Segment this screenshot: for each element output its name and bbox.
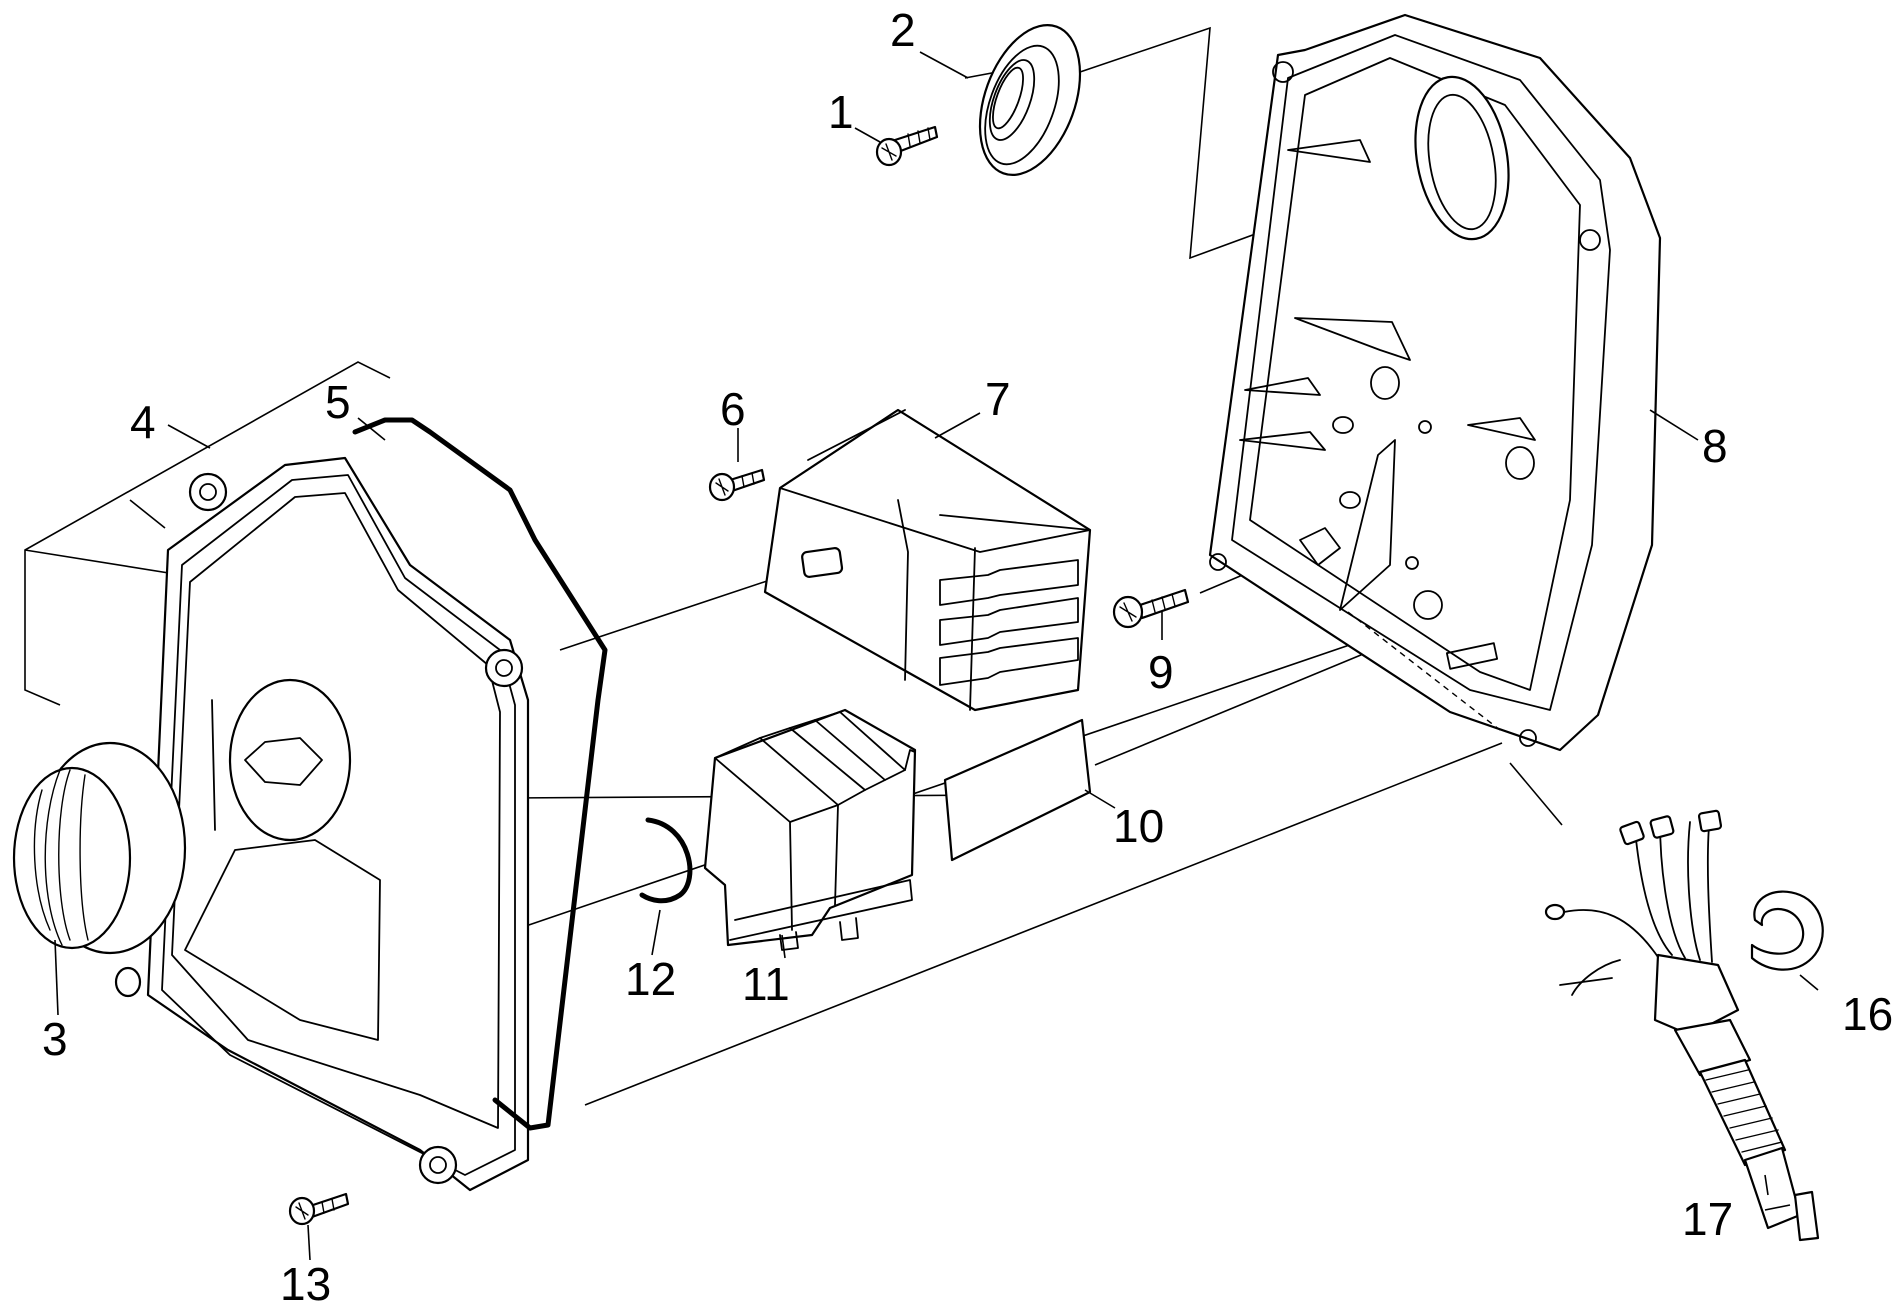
callout-8: 8: [1702, 420, 1728, 472]
callout-7: 7: [985, 373, 1011, 425]
callout-10: 10: [1113, 800, 1164, 852]
callout-6: 6: [720, 383, 746, 435]
retaining-clip: [1750, 890, 1824, 971]
clip: [639, 817, 693, 904]
callout-4: 4: [130, 396, 156, 448]
callout-16: 16: [1842, 988, 1893, 1040]
callout-1: 1: [828, 86, 854, 138]
screw-1: [875, 125, 939, 167]
callout-3: 3: [42, 1013, 68, 1065]
rear-housing: [1208, 13, 1662, 752]
callout-13: 13: [280, 1258, 331, 1310]
cable-assembly: [1544, 809, 1820, 1242]
knob: [12, 741, 187, 955]
callout-9: 9: [1148, 646, 1174, 698]
screw-6: [708, 468, 766, 502]
callout-12: 12: [625, 953, 676, 1005]
callout-17: 17: [1682, 1193, 1733, 1245]
label-plate: [943, 718, 1092, 862]
callout-leaders: [54, 51, 1819, 1261]
callout-5: 5: [325, 376, 351, 428]
relay-box: [763, 408, 1092, 712]
seal: [978, 24, 1082, 176]
screw-9: [1112, 588, 1190, 629]
callout-2: 2: [890, 4, 916, 56]
gasket: [352, 417, 608, 1131]
screw-13: [288, 1192, 350, 1226]
callout-11: 11: [742, 958, 790, 1010]
heat-sink: [703, 708, 917, 951]
front-cover: [114, 456, 530, 1192]
callout-labels: 1 2 3 4 5 6 7 8 9 10 11 12 13 16 17: [42, 4, 1893, 1310]
